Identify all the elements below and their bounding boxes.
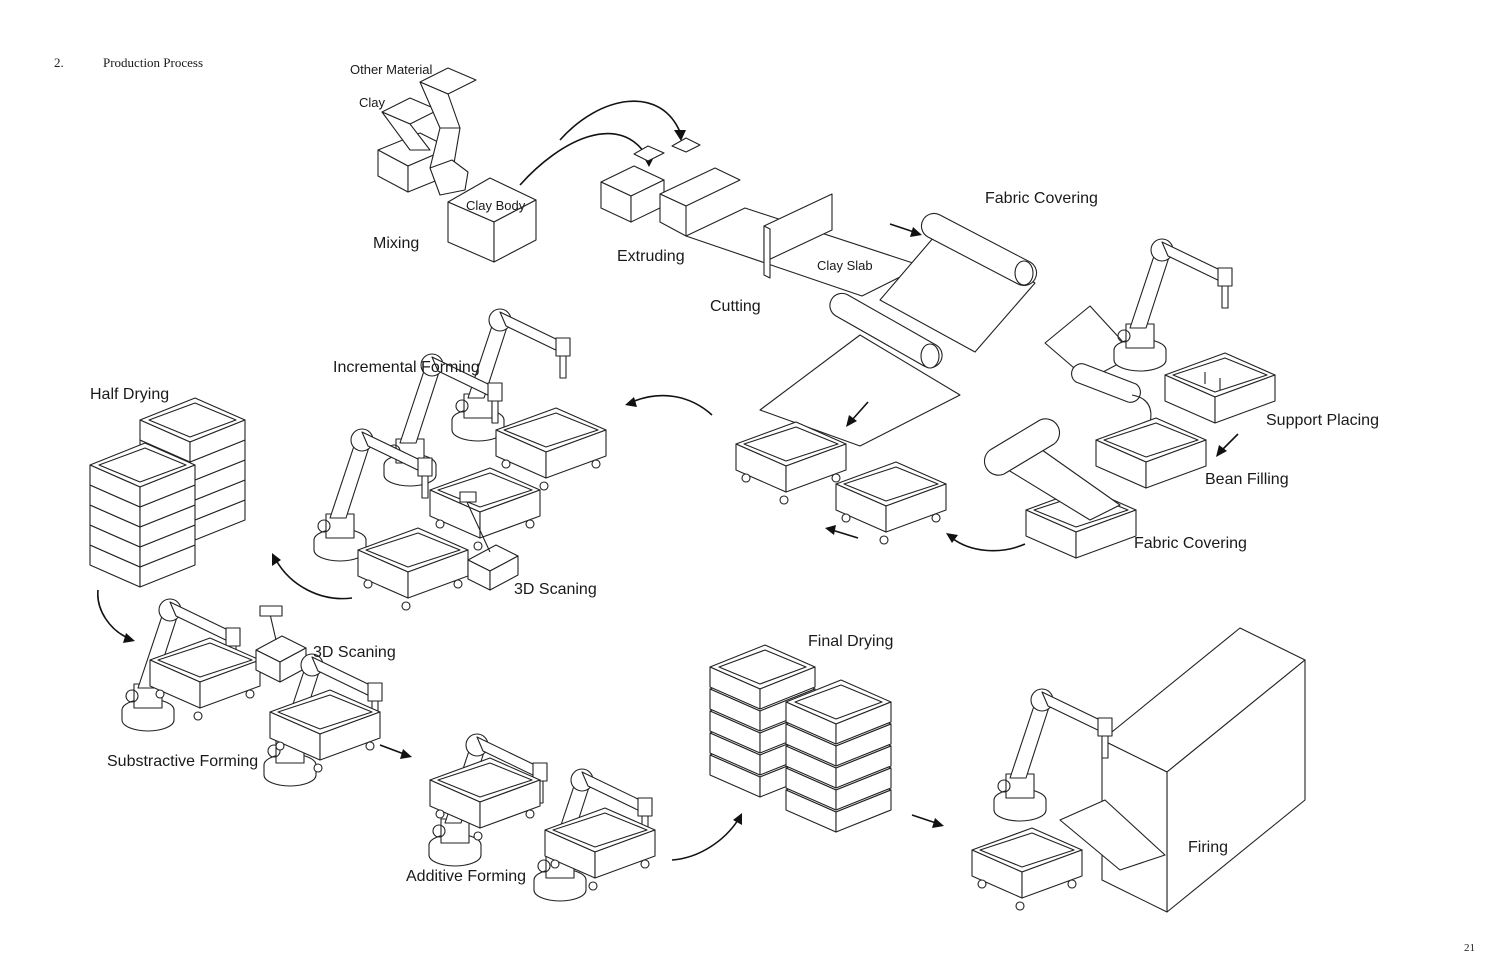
label-mixing: Mixing (373, 235, 419, 252)
arrowhead-carts-left (825, 525, 836, 535)
mixing-machine (377, 67, 477, 196)
fabric-covering-station (983, 418, 1137, 559)
kiln (1059, 627, 1306, 913)
label-firing: Firing (1188, 839, 1228, 856)
substractive-forming-station (121, 598, 383, 787)
arrow-mixing-to-extruder-2 (559, 100, 681, 141)
half-drying-stack (89, 397, 246, 588)
arrowhead-to-firing (932, 818, 944, 828)
page-number: 21 (1464, 942, 1475, 954)
arrow-to-incremental-forming (631, 394, 713, 416)
label-other-material: Other Material (350, 62, 432, 77)
arrowhead-to-additive-forming (400, 749, 412, 759)
arrowhead-to-incremental-forming (625, 397, 637, 407)
section-number: 2. (54, 55, 64, 70)
clay-body-box (447, 177, 537, 263)
arrowhead-to-substractive-forming (123, 633, 135, 643)
label-clay-body: Clay Body (466, 198, 526, 213)
arrowhead-slab-to-cart (846, 415, 857, 427)
label-3d-scanning-1: 3D Scaning (514, 581, 597, 598)
label-final-drying: Final Drying (808, 633, 893, 650)
label-additive-forming: Additive Forming (406, 868, 526, 885)
slab-with-roller (759, 292, 961, 447)
label-substractive-forming: Substractive Forming (107, 753, 258, 770)
clay-slab-conveyor (685, 193, 923, 297)
label-3d-scanning-2: 3D Scaning (313, 644, 396, 661)
arrow-to-final-drying (671, 819, 739, 861)
arrowhead-support-to-bean (1216, 445, 1227, 457)
arrow-support-to-bean (1221, 433, 1239, 451)
label-fabric-covering-right: Fabric Covering (1134, 535, 1247, 552)
firing-robot-cart (972, 688, 1113, 910)
cart-mold-2 (836, 462, 946, 544)
arrow-fabric-to-carts (951, 537, 1026, 552)
label-incremental-forming: Incremental Forming (333, 359, 480, 376)
final-drying-stack (709, 644, 892, 833)
label-fabric-covering-top: Fabric Covering (985, 190, 1098, 207)
scanner-2 (255, 605, 307, 683)
arrow-to-substractive-forming (97, 589, 129, 639)
arrowhead-mixing-to-extruder-2 (674, 130, 686, 141)
section-title: Production Process (103, 55, 203, 70)
arrow-to-additive-forming (379, 744, 405, 755)
arrow-carts-left (831, 529, 859, 539)
incremental-forming-station (313, 308, 606, 610)
arrow-to-firing (911, 814, 937, 824)
label-extruding: Extruding (617, 248, 685, 265)
arrowhead-to-half-drying (272, 553, 281, 566)
arrowhead-to-fabric-covering (910, 227, 922, 237)
scanner-1 (459, 491, 519, 591)
fabric-covering-top (879, 212, 1038, 353)
label-clay-slab: Clay Slab (817, 258, 873, 273)
bean-filling-station (1071, 363, 1207, 489)
arrow-to-half-drying (275, 559, 353, 600)
support-placing-station (1044, 238, 1276, 424)
label-half-drying: Half Drying (90, 386, 169, 403)
arrow-to-fabric-covering (889, 223, 915, 233)
label-clay: Clay (359, 95, 386, 110)
arrowhead-fabric-to-carts (946, 533, 958, 543)
label-cutting: Cutting (710, 298, 761, 315)
arrowhead-to-final-drying (733, 813, 742, 825)
label-bean-filling: Bean Filling (1205, 471, 1289, 488)
arrow-mixing-to-extruder-1 (519, 132, 649, 186)
label-support-placing: Support Placing (1266, 412, 1379, 429)
extruder (600, 137, 741, 237)
arrow-slab-to-cart (851, 401, 869, 421)
